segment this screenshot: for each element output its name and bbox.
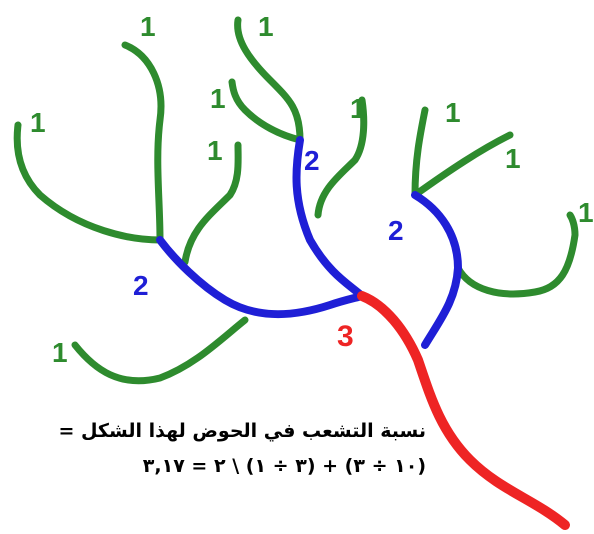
- first-order-streams: [13, 16, 579, 385]
- first-order-stream: [411, 131, 514, 199]
- bifurcation-ratio-caption: نسبة التشعب في الحوض لهذا الشكل =: [58, 420, 426, 442]
- second-order-stream: [156, 236, 366, 319]
- order-1-label: 1: [505, 143, 521, 174]
- order-1-label: 1: [210, 83, 226, 114]
- first-order-stream: [228, 78, 304, 144]
- order-1-label: 1: [30, 107, 46, 138]
- order-2-label: 2: [388, 215, 404, 246]
- order-3-label: 3: [337, 320, 354, 353]
- order-1-label: 1: [445, 97, 461, 128]
- order-1-label: 1: [140, 11, 156, 42]
- order-1-label: 1: [52, 337, 68, 368]
- order-2-label: 2: [133, 270, 149, 301]
- first-order-stream: [411, 106, 429, 199]
- third-order-streams: [357, 291, 570, 530]
- first-order-stream: [121, 41, 165, 244]
- bifurcation-ratio-formula: (١٠ ÷ ٣) + (٣ ÷ ١) \ ٢ = ٣,١٧: [142, 455, 426, 477]
- first-order-stream: [314, 96, 368, 219]
- third-order-stream: [357, 291, 570, 530]
- second-order-stream: [411, 191, 462, 349]
- order-1-label: 1: [350, 93, 366, 124]
- second-order-streams: [156, 136, 462, 349]
- first-order-stream: [454, 211, 579, 298]
- first-order-stream: [181, 141, 242, 266]
- order-1-label: 1: [207, 135, 223, 166]
- order-1-label: 1: [258, 11, 274, 42]
- order-2-label: 2: [304, 145, 320, 176]
- second-order-stream: [292, 136, 366, 300]
- first-order-stream: [13, 121, 164, 244]
- order-1-label: 1: [578, 197, 594, 228]
- first-order-stream: [71, 316, 249, 385]
- first-order-stream: [234, 16, 304, 144]
